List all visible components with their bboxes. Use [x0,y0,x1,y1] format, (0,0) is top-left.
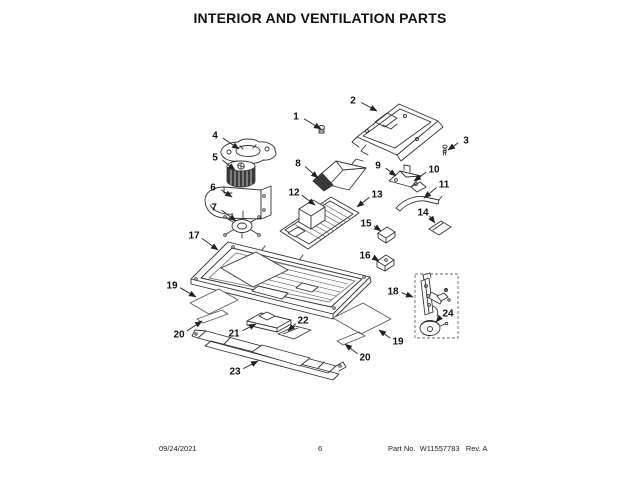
part-14-plate-drawing [428,220,452,236]
part-17-chassis-frame-drawing [190,241,372,320]
part-6-blower-housing-drawing [204,185,272,220]
part-21-bracket-drawing [246,311,292,333]
footer-date: 09/24/2021 [159,444,197,453]
part-16-clip-drawing [376,254,395,272]
callout-arrow-6 [220,189,233,198]
callout-arrow-18 [401,291,414,298]
part-8-air-duct-drawing [312,158,367,192]
callout-arrow-17 [201,237,219,251]
part-3-screw-drawing [442,144,448,156]
part-19-sheet-left-drawing [189,288,239,315]
callout-number-15: 15 [360,219,372,230]
callout-arrow-22 [287,323,297,332]
callout-arrow-20 [186,320,203,332]
part-9-10-bracket-drawing [388,164,427,193]
callout-arrow-10 [413,171,427,182]
callout-arrow-12 [301,194,316,206]
part-18-assembly-drawing [414,272,459,339]
callout-arrow-1 [303,118,322,130]
callout-arrow-16 [371,254,380,262]
footer-part-number: Part No. W11557783 Rev. A [388,444,488,453]
callout-number-5: 5 [212,153,218,164]
callout-arrow-11 [423,187,437,199]
part-19-sheet-right-drawing [332,302,392,335]
callout-number-8: 8 [295,159,301,170]
callout-arrow-9 [385,167,397,177]
callout-number-2: 2 [350,96,356,107]
part-5-blower-wheel-drawing [226,160,256,188]
callout-number-9: 9 [375,161,381,172]
callout-number-10: 10 [428,165,440,176]
callout-number-23: 23 [229,367,241,378]
callout-arrow-14 [428,215,436,224]
callout-arrow-19 [378,329,391,339]
callout-arrow-24 [435,314,443,323]
callout-number-21: 21 [228,329,240,340]
footer-page-number: 6 [318,444,323,453]
part-1-screw-drawing [318,125,325,134]
callout-number-18: 18 [387,287,399,298]
callout-number-22: 22 [297,316,309,327]
page-title: INTERIOR AND VENTILATION PARTS [193,10,447,26]
callout-number-24: 24 [442,309,454,320]
callout-arrow-7 [221,209,237,222]
callout-number-13: 13 [371,190,383,201]
callout-arrow-4 [222,137,240,150]
service-kit-dashed-box [414,273,459,339]
callout-number-19: 19 [166,281,178,292]
callout-number-19: 19 [392,337,404,348]
callout-number-11: 11 [439,180,450,191]
part-2-vent-bracket-drawing [351,103,444,162]
callout-arrow-15 [373,224,382,232]
callout-number-7: 7 [211,203,217,214]
callout-number-6: 6 [210,183,216,194]
callout-arrow-5 [222,159,236,171]
part-7-fan-motor-drawing [223,210,261,239]
callout-number-17: 17 [188,231,200,242]
part-23-trim-bar-drawing [191,329,347,381]
callout-number-20: 20 [359,353,371,364]
part-24-damper-motor-drawing [419,320,449,337]
callout-number-1: 1 [293,112,299,123]
part-15-clip-drawing [377,226,396,244]
callout-number-4: 4 [212,131,218,142]
callout-arrow-20 [344,343,358,355]
callout-arrow-21 [242,323,257,332]
callout-number-16: 16 [359,251,371,262]
callout-arrow-3 [447,142,459,151]
callout-arrow-13 [356,196,370,208]
callout-arrow-8 [304,166,319,179]
callout-arrow-19 [179,287,197,298]
callout-arrow-2 [360,102,378,112]
part-12-13-grille-tray-drawing [279,196,360,250]
callout-number-20: 20 [173,330,185,341]
callout-number-12: 12 [288,188,300,199]
part-20-strip-right-drawing [336,331,366,346]
part-11-curved-bracket-drawing [395,195,443,212]
callout-number-14: 14 [417,208,429,219]
callout-arrow-23 [243,360,259,370]
callout-number-3: 3 [463,136,469,147]
